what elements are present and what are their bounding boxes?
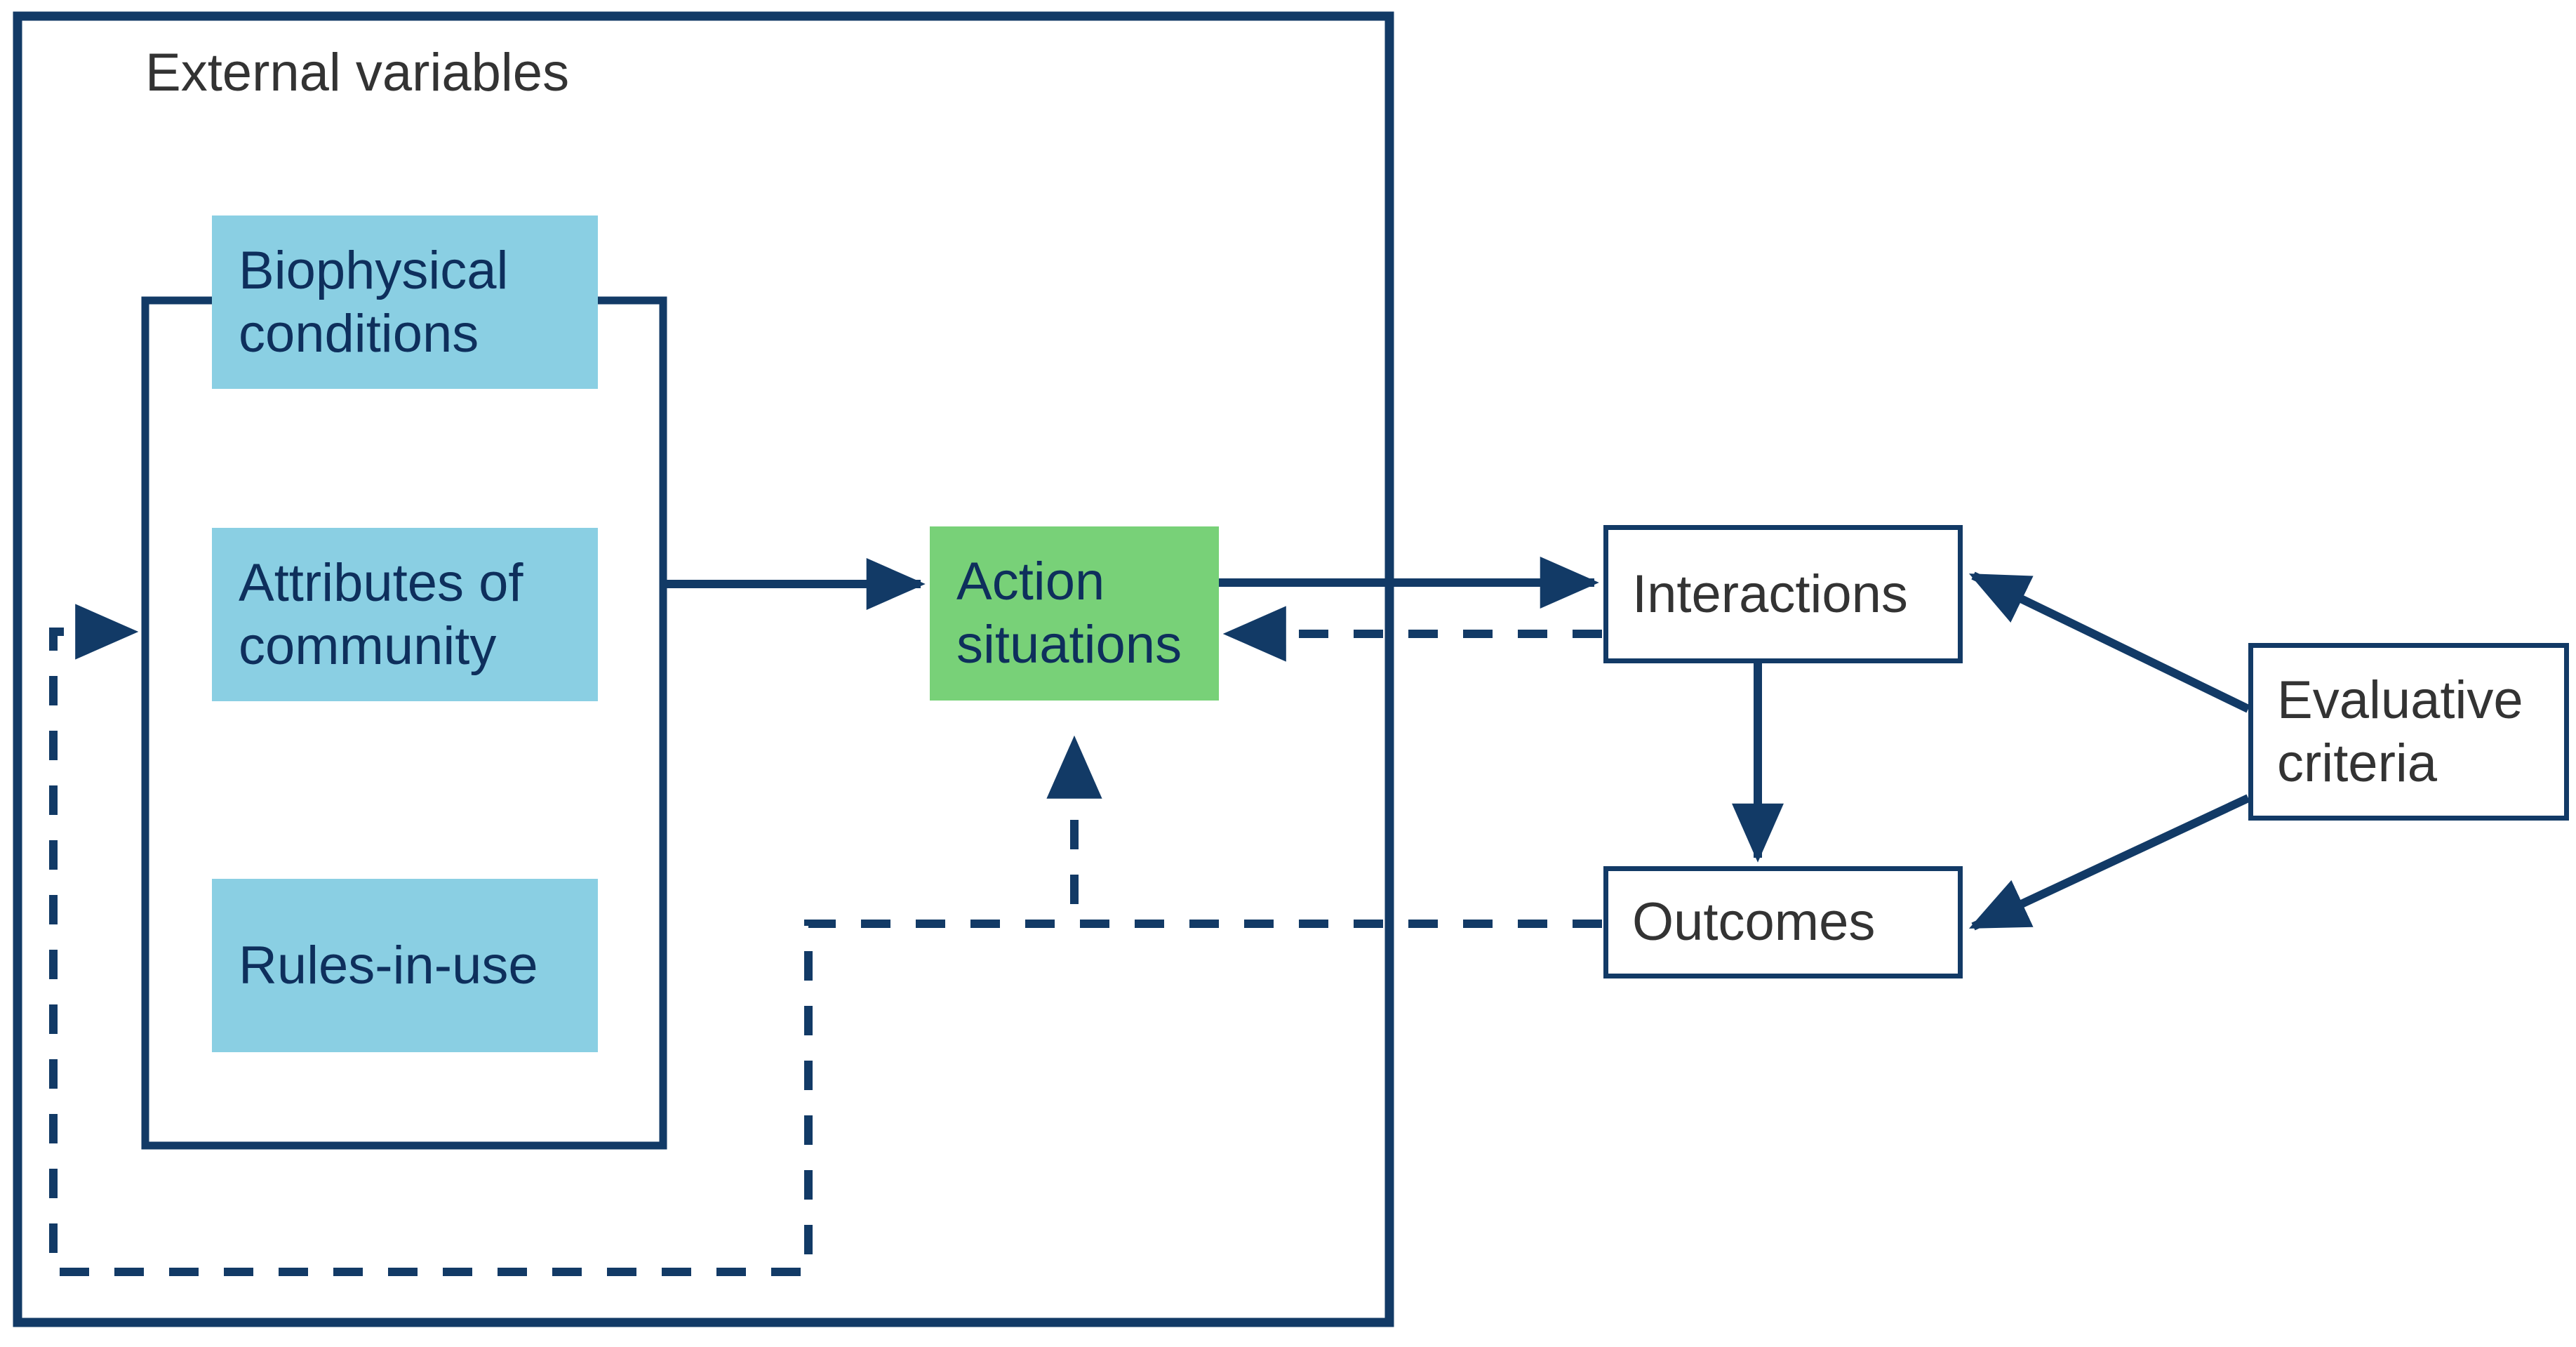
node-action-situations[interactable]: Action situations <box>930 526 1219 701</box>
node-rules-in-use[interactable]: Rules-in-use <box>212 879 598 1052</box>
edge-outcomes-to-external <box>49 604 1602 1276</box>
node-biophysical-conditions[interactable]: Biophysical conditions <box>212 215 598 389</box>
page-title: External variables <box>145 43 570 102</box>
external-variables-container <box>13 11 1394 1327</box>
edge-criteria-to-interactions <box>1968 571 2250 713</box>
node-interactions[interactable]: Interactions <box>1603 525 1963 663</box>
node-evaluative-criteria[interactable]: Evaluative criteria <box>2248 643 2569 821</box>
edge-outcomes-to-action <box>1046 735 1602 928</box>
node-attributes-of-community[interactable]: Attributes of community <box>212 528 598 701</box>
edge-criteria-to-outcomes <box>1968 794 2250 931</box>
node-outcomes[interactable]: Outcomes <box>1603 866 1963 978</box>
